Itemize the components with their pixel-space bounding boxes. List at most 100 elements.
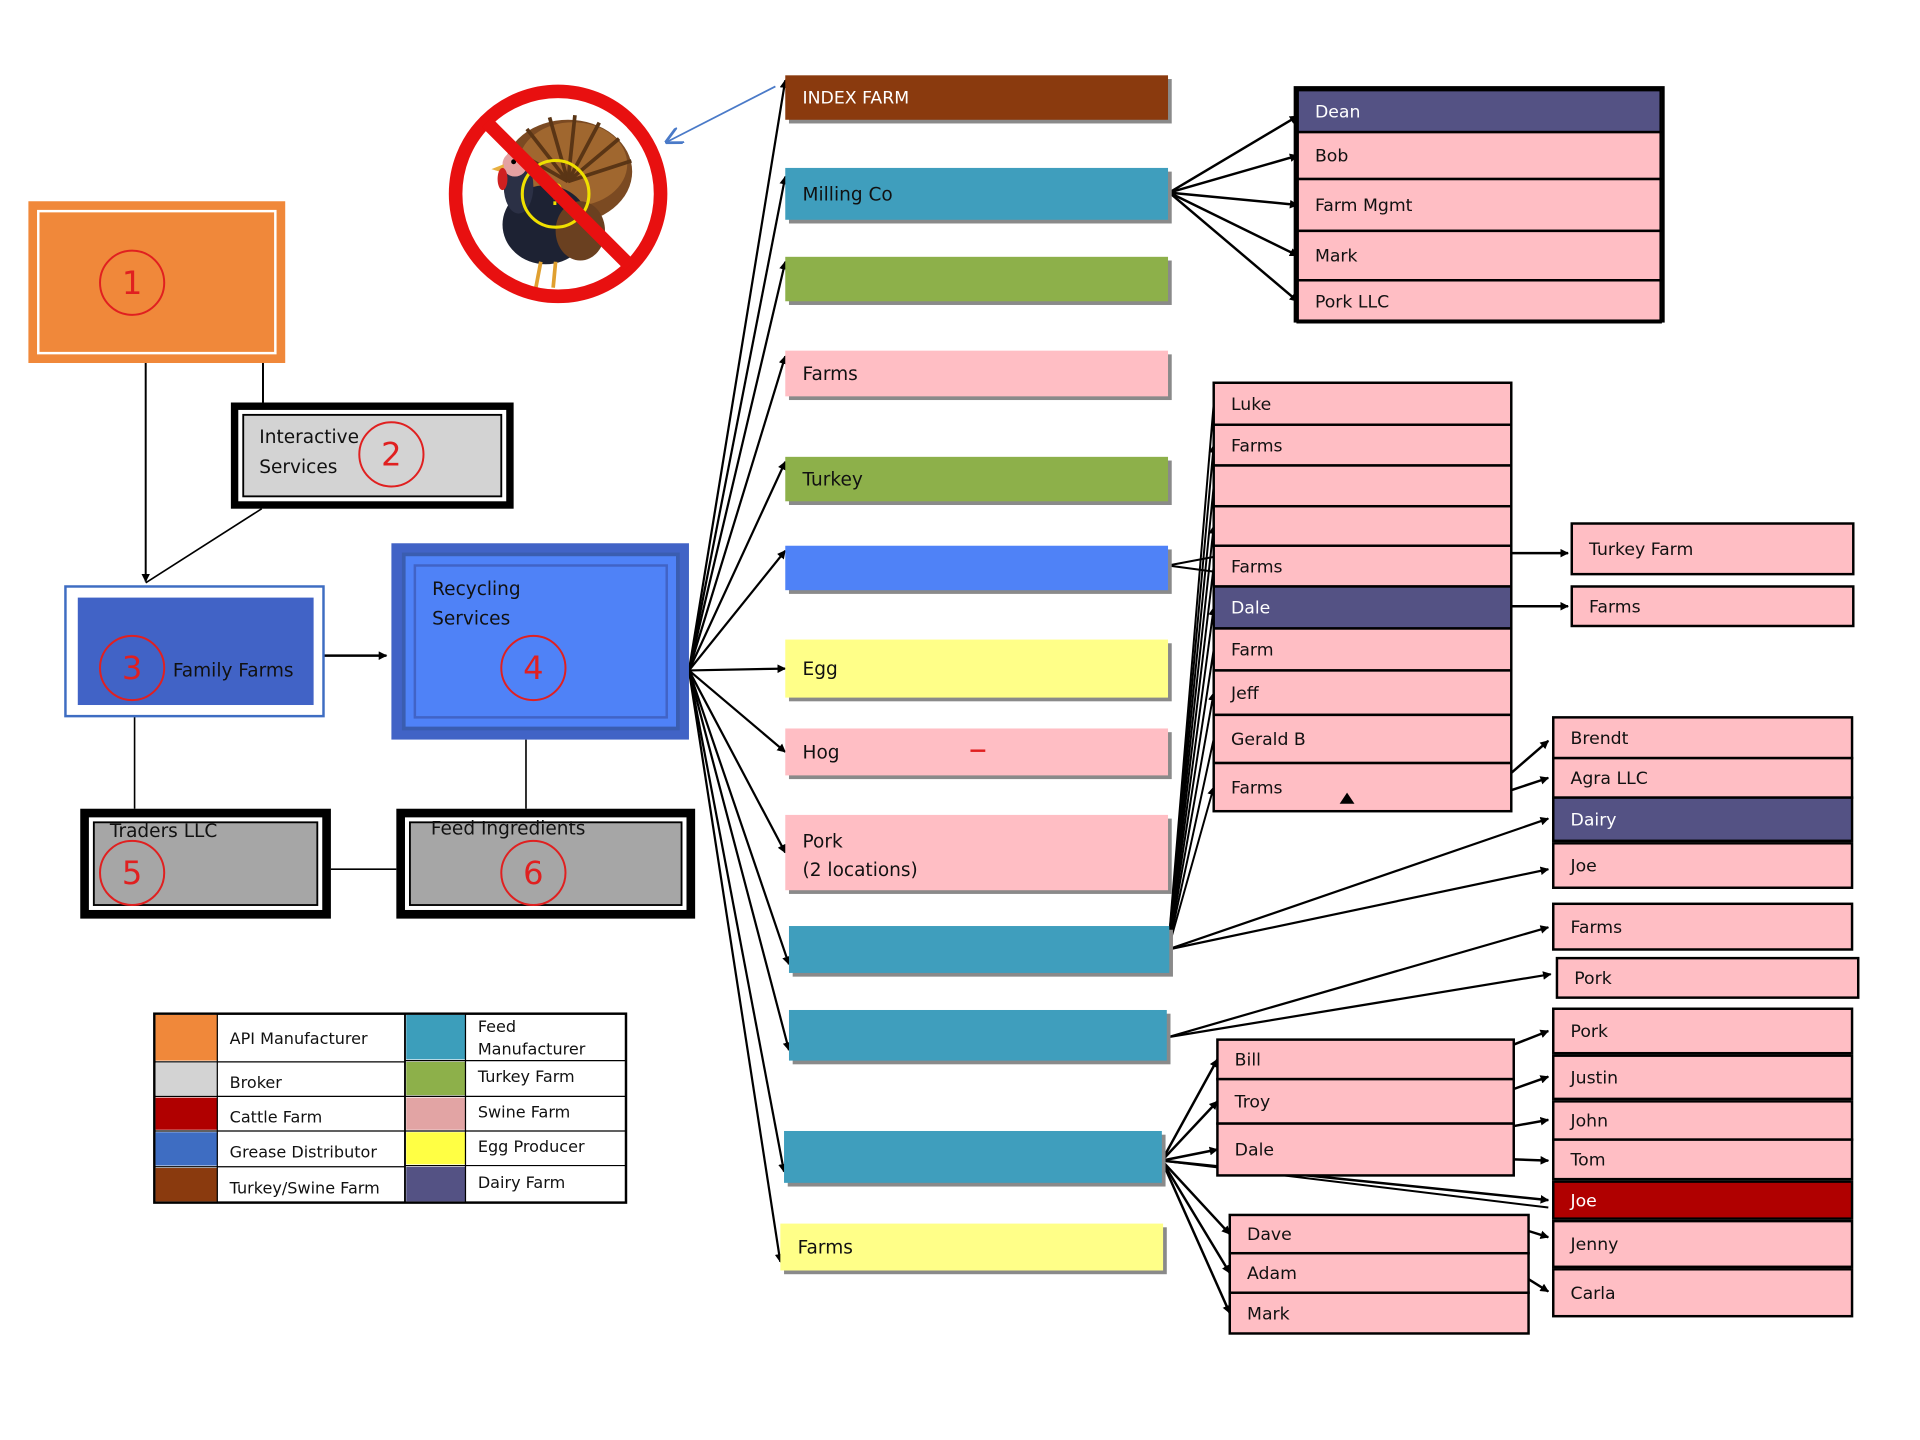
legend-swatch (406, 1166, 466, 1202)
index-farm-pointer (667, 85, 776, 142)
far-right-middle-0-rect (1552, 716, 1854, 760)
turkey-wattle (497, 167, 508, 191)
edge-to-agra (1510, 776, 1550, 792)
number-circle (500, 839, 567, 907)
far-right-middle-4-label: Farms (1571, 918, 1623, 938)
node-1-inner (37, 209, 277, 355)
number-circle (358, 421, 425, 488)
blue-group-item-label: Farms (1231, 557, 1283, 577)
edge-hub-middle-2 (687, 260, 788, 671)
number-circle (99, 839, 166, 907)
middle-box-8: Pork(2 locations) (785, 814, 1172, 894)
edge-hub-middle-7 (688, 669, 786, 753)
far-right-lower-4-label: Joe (1570, 1191, 1597, 1211)
middle-box-4-rect (785, 456, 1169, 502)
middle-box-6-label: Egg (803, 659, 838, 680)
far-right-upper-1-rect (1570, 585, 1855, 628)
node-2-label-line: Services (259, 457, 337, 478)
edge-to-pork (1167, 971, 1552, 1039)
legend-swatch (155, 1014, 218, 1061)
far-right-upper-0-label: Turkey Farm (1588, 540, 1693, 560)
turkey-leg (551, 261, 558, 288)
node-number: 2 (381, 435, 401, 473)
number-circle (99, 634, 166, 702)
node-5-fill (92, 821, 319, 906)
edge-2-3 (145, 508, 263, 584)
connection-lines (133, 79, 1569, 1314)
middle-box-9-rect (788, 926, 1170, 973)
edge-to-carla (1527, 1278, 1550, 1293)
far-right-lower-6-rect (1552, 1268, 1854, 1318)
turkey-feather-stroke (567, 159, 632, 184)
ban-circle (448, 84, 668, 304)
middle-box-1-label: Milling Co (803, 185, 893, 206)
edge-feed-fan-5 (1167, 606, 1217, 950)
edge-hub-middle-6 (688, 664, 787, 674)
turkey-eye (511, 159, 517, 165)
middle-box-1-rect (785, 167, 1169, 220)
legend-label: Egg Producer (478, 1137, 585, 1156)
milling-item-label: Mark (1315, 247, 1358, 267)
milling-item-rect (1296, 130, 1662, 181)
blue-group-item-label: Dale (1231, 599, 1270, 619)
edge-to-joe (1167, 866, 1550, 951)
middle-box-8-label: Pork (803, 832, 843, 853)
far-right-middle-3-rect (1552, 842, 1854, 889)
turkey-feather-stroke (547, 116, 570, 183)
node-6-fill (408, 821, 683, 906)
far-right-upper-0-rect (1570, 522, 1855, 576)
bottom-group-a-item-label: Troy (1234, 1093, 1271, 1113)
far-right-middle-4-rect (1552, 902, 1854, 951)
edge-feed3-b-1 (1160, 1159, 1231, 1274)
node-4-label-line: Services (432, 609, 510, 630)
blue-group-item-rect (1212, 464, 1513, 508)
node-number: 3 (122, 649, 142, 687)
middle-box-10-rect (788, 1009, 1167, 1061)
blue-group-item-rect (1212, 423, 1513, 467)
edge-feed-fan-9 (1167, 786, 1216, 950)
blue-group-item-rect (1212, 761, 1513, 813)
bottom-group-b-item-label: Dave (1247, 1225, 1292, 1245)
milling-item-label: Pork LLC (1315, 292, 1389, 312)
edge-hub-middle-11 (687, 670, 787, 1173)
middle-box-0: INDEX FARM (785, 75, 1172, 124)
milling-group-frame (1293, 86, 1665, 323)
legend-label: Grease Distributor (230, 1143, 378, 1162)
middle-box-5 (785, 545, 1172, 594)
node-5-label: Traders LLC (109, 821, 217, 842)
middle-box-0-label: INDEX FARM (803, 89, 910, 109)
far-right-lower-5-rect (1552, 1219, 1854, 1269)
node-6-label: Feed Ingredients (431, 819, 586, 840)
middle-box-11 (784, 1130, 1166, 1187)
edge-milling-2 (1169, 191, 1299, 209)
edge-hub-middle-3 (687, 355, 788, 671)
legend-label: Broker (230, 1073, 283, 1092)
bottom-group-b-item-rect (1228, 1251, 1530, 1294)
edge-feed3-a-2 (1161, 1146, 1219, 1162)
middle-box-9 (788, 926, 1173, 977)
node-4-inner (413, 564, 668, 719)
blue-group-item-label: Gerald B (1231, 730, 1306, 750)
milling-item-rect (1296, 229, 1662, 282)
legend-swatch (406, 1061, 466, 1096)
edge-hub-middle-5 (688, 549, 787, 672)
far-right-middle-2-label: Dairy (1571, 810, 1617, 830)
edge-feed-fan-7 (1167, 691, 1217, 950)
blue-group-item-rect (1212, 713, 1513, 765)
far-right-upper-1-label: Farms (1589, 597, 1641, 617)
milling-item-label: Dean (1315, 102, 1360, 122)
far-right-lower-0-rect (1552, 1007, 1854, 1055)
edge-hub-middle-4 (687, 460, 787, 671)
turkey-feather-stroke (566, 121, 601, 183)
legend-label: Swine Farm (478, 1102, 570, 1121)
edge-to-pork-lower (1513, 1029, 1550, 1046)
blue-group-item-label: Farms (1231, 778, 1283, 798)
bottom-group-a-item-label: Dale (1235, 1141, 1274, 1161)
edge-to-justin (1513, 1075, 1550, 1091)
blue-group-item-rect (1212, 381, 1513, 426)
bottom-group-b-item-rect (1228, 1291, 1530, 1335)
far-right-lower-5-label: Jenny (1570, 1235, 1619, 1255)
